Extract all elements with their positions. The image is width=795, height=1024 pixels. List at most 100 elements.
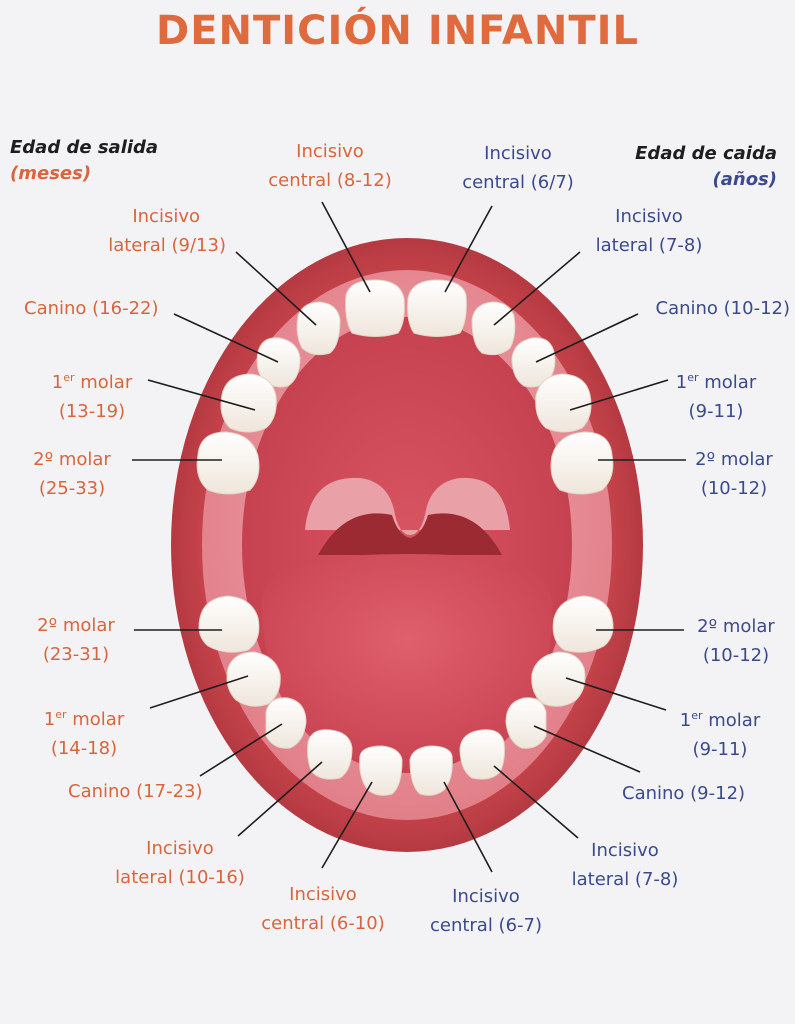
line-upper-lateral-eruption: [235, 251, 317, 326]
label-lower-central-loss: Incisivo central (6-7): [416, 882, 556, 940]
line-lower-molar1-loss: [565, 677, 667, 711]
label-line: Canino (17-23): [68, 781, 203, 802]
label-line: central (6-7): [429, 915, 543, 936]
label-lower-central-eruption: Incisivo central (6-10): [246, 880, 400, 938]
label-line: 2º molar: [33, 449, 111, 470]
line-upper-lateral-loss: [493, 251, 581, 326]
label-upper-molar2-loss: 2º molar (10-12): [684, 445, 784, 503]
tooth-lower-canine-right: [265, 697, 307, 749]
header-loss-line2: (años): [712, 169, 778, 190]
label-upper-lateral-eruption: Incisivo lateral (9/13): [60, 202, 226, 260]
label-lower-molar2-eruption: 2º molar (23-31): [26, 611, 126, 669]
label-upper-canine-loss: Canino (10-12): [630, 294, 791, 323]
label-line: central (6-10): [261, 913, 385, 934]
label-lower-molar1-eruption: 1er molar (14-18): [32, 700, 136, 763]
label-upper-lateral-loss: Incisivo lateral (7-8): [574, 202, 724, 260]
tooth-lower-molar1-right: [226, 651, 281, 707]
upper-teeth: [196, 279, 614, 495]
line-upper-molar1-loss: [569, 379, 669, 411]
label-lower-molar1-loss: 1er molar (9-11): [668, 701, 772, 764]
line-lower-lateral-loss: [493, 765, 579, 839]
tooth-lower-lateral-left: [459, 729, 505, 780]
label-line: lateral (7-8): [595, 235, 703, 256]
tooth-upper-molar1-right: [220, 373, 277, 433]
label-lower-lateral-eruption: Incisivo lateral (10-16): [100, 834, 260, 892]
header-loss: Edad de caida (años): [635, 141, 777, 193]
label-line: 1er molar: [51, 371, 133, 393]
label-upper-molar2-eruption: 2º molar (25-33): [22, 445, 122, 503]
label-line: Canino (9-12): [622, 783, 746, 804]
tooth-upper-central-right: [345, 279, 405, 337]
line-lower-central-eruption: [321, 781, 373, 869]
label-line: Incisivo: [296, 141, 364, 162]
tooth-upper-molar1-left: [535, 373, 592, 433]
label-upper-central-eruption: Incisivo central (8-12): [245, 137, 415, 195]
line-lower-lateral-eruption: [237, 761, 323, 837]
tooth-upper-lateral-left: [471, 301, 516, 356]
label-line: 1er molar: [675, 371, 757, 393]
label-line: 2º molar: [695, 449, 773, 470]
label-lower-canine-eruption: Canino (17-23): [68, 777, 228, 806]
header-eruption: Edad de salida (meses): [10, 135, 158, 187]
line-upper-molar1-eruption: [147, 379, 256, 411]
label-line: Canino (16-22): [24, 298, 159, 319]
line-lower-central-loss: [443, 781, 493, 873]
header-loss-line1: Edad de caida: [635, 143, 777, 164]
label-line: Incisivo: [132, 206, 200, 227]
label-line: (10-12): [702, 645, 770, 666]
tongue: [262, 554, 553, 768]
tooth-lower-molar2-left: [552, 595, 614, 653]
label-lower-molar2-loss: 2º molar (10-12): [686, 612, 786, 670]
label-line: Incisivo: [452, 886, 520, 907]
header-eruption-line2: (meses): [10, 163, 92, 184]
label-lower-lateral-loss: Incisivo lateral (7-8): [560, 836, 690, 894]
label-line: (9-11): [692, 739, 748, 760]
label-line: (10-12): [700, 478, 768, 499]
lower-teeth: [198, 595, 614, 796]
label-line: (14-18): [50, 738, 118, 759]
tooth-lower-central-right: [359, 745, 403, 796]
label-line: (25-33): [38, 478, 106, 499]
tooth-upper-canine-left: [511, 337, 556, 388]
tooth-lower-central-left: [409, 745, 453, 796]
label-line: (9-11): [688, 401, 744, 422]
label-upper-molar1-loss: 1er molar (9-11): [664, 363, 768, 426]
tooth-lower-molar1-left: [531, 651, 586, 707]
line-upper-canine-loss: [535, 313, 639, 363]
label-line: Incisivo: [615, 206, 683, 227]
label-upper-canine-eruption: Canino (16-22): [24, 294, 184, 323]
label-line: central (6/7): [462, 172, 574, 193]
line-upper-central-loss: [444, 205, 493, 293]
tooth-upper-lateral-right: [296, 301, 341, 356]
label-line: lateral (7-8): [571, 869, 679, 890]
line-lower-molar1-eruption: [149, 675, 249, 709]
label-line: Incisivo: [484, 143, 552, 164]
page-title: DENTICIÓN INFANTIL: [156, 8, 639, 54]
tooth-upper-molar2-right: [196, 431, 260, 495]
tooth-upper-molar2-left: [550, 431, 614, 495]
label-lower-canine-loss: Canino (9-12): [622, 779, 762, 808]
label-line: 1er molar: [679, 709, 761, 731]
label-line: 2º molar: [37, 615, 115, 636]
label-line: 1er molar: [43, 708, 125, 730]
label-line: Incisivo: [591, 840, 659, 861]
tooth-upper-central-left: [407, 279, 467, 337]
label-line: (13-19): [58, 401, 126, 422]
label-line: Incisivo: [289, 884, 357, 905]
label-line: lateral (10-16): [115, 867, 245, 888]
line-upper-central-eruption: [321, 201, 371, 293]
tooth-lower-lateral-right: [307, 729, 353, 780]
tooth-lower-canine-left: [505, 697, 547, 749]
label-upper-central-loss: Incisivo central (6/7): [438, 139, 598, 197]
line-upper-canine-eruption: [173, 313, 279, 363]
label-line: (23-31): [42, 644, 110, 665]
label-line: central (8-12): [268, 170, 392, 191]
label-line: lateral (9/13): [108, 235, 226, 256]
line-lower-canine-loss: [533, 725, 641, 773]
pharynx: [318, 513, 502, 555]
header-eruption-line1: Edad de salida: [10, 137, 159, 158]
label-line: Incisivo: [146, 838, 214, 859]
label-upper-molar1-eruption: 1er molar (13-19): [40, 363, 144, 426]
